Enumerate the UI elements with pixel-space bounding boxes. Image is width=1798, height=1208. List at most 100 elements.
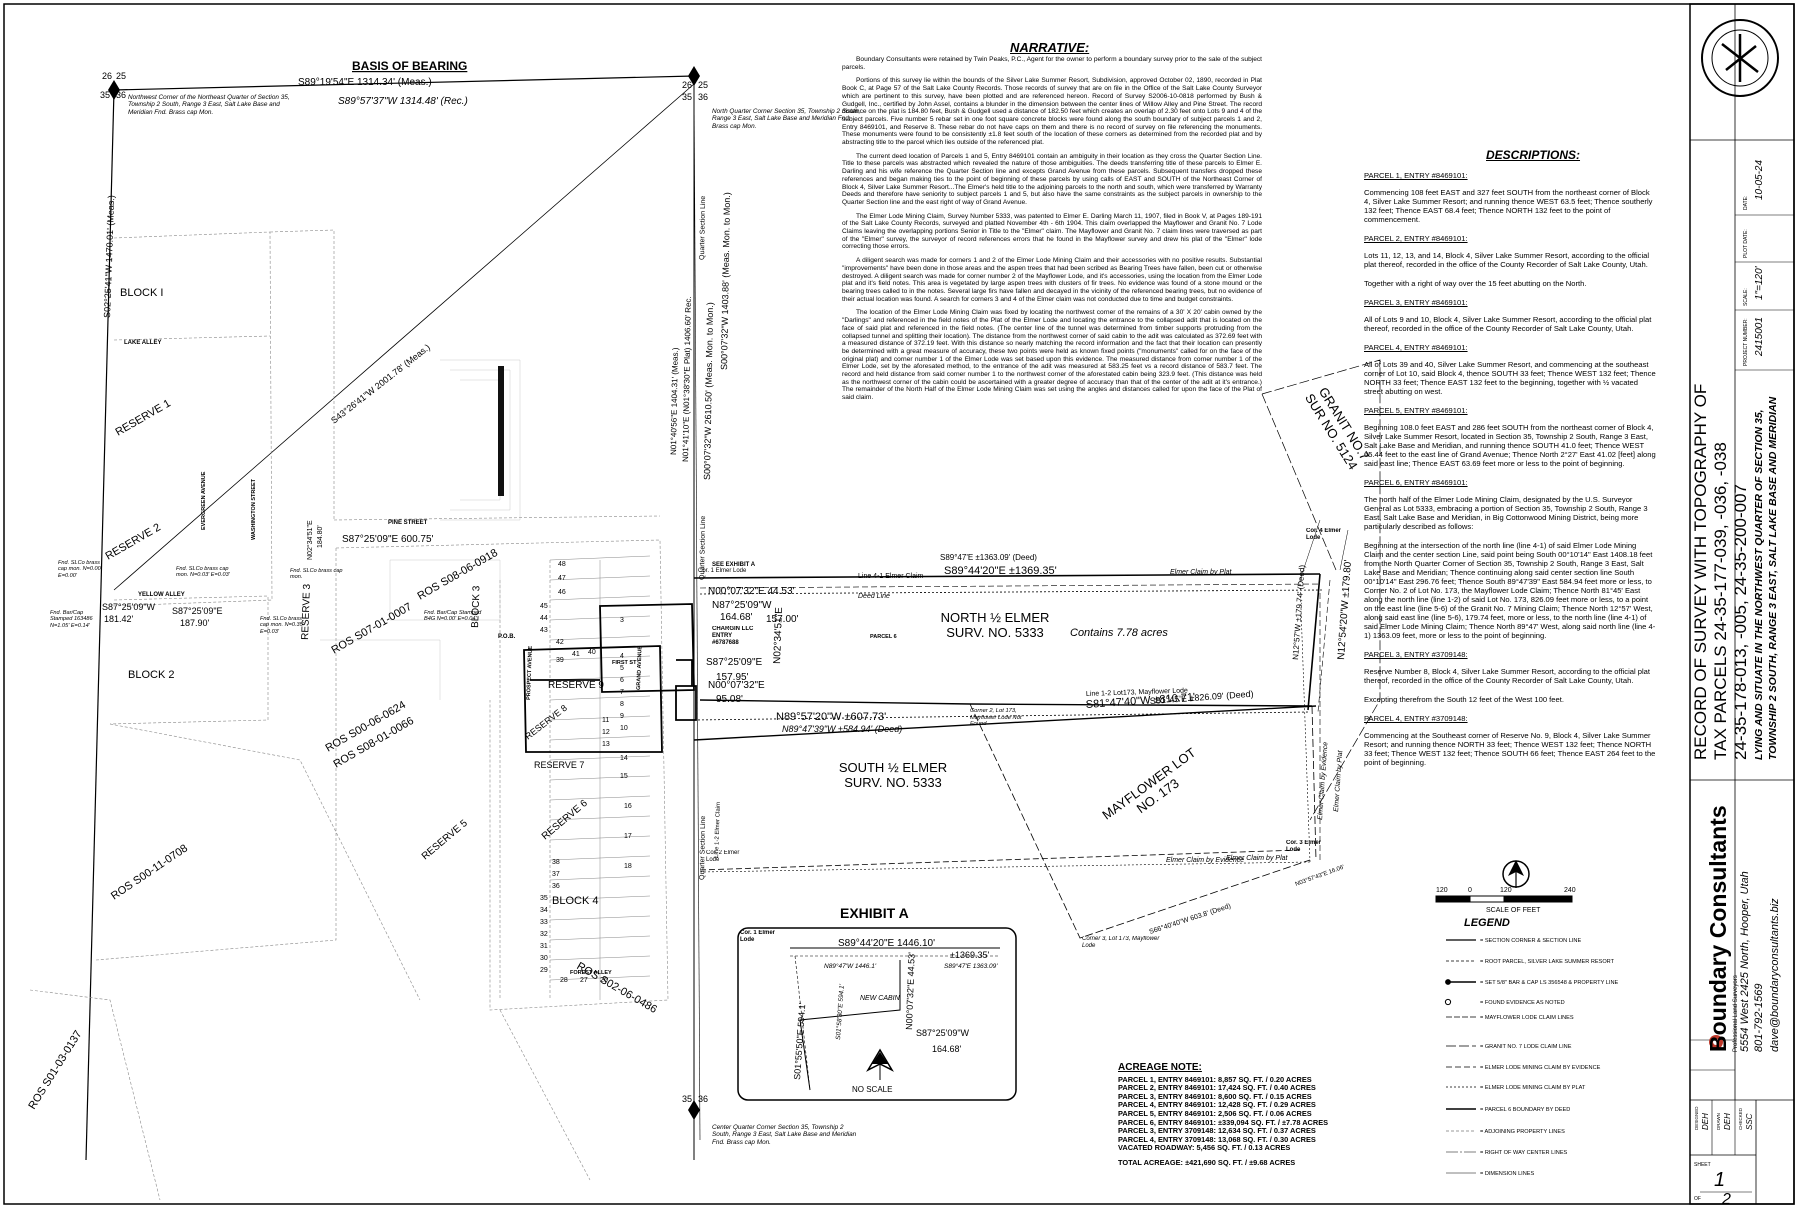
corner-num-25a: 25	[116, 71, 126, 81]
svg-text:15: 15	[620, 773, 628, 780]
svg-text:ROS S01-03-0137: ROS S01-03-0137	[26, 1028, 84, 1111]
svg-text:S01°58'30"E 594.1': S01°58'30"E 594.1'	[834, 983, 846, 1040]
svg-text:40: 40	[588, 649, 596, 656]
svg-text:6: 6	[620, 677, 624, 684]
svg-text:S00°07'32"W 2610.50' (Meas. Mo: S00°07'32"W 2610.50' (Meas. Mon. to Mon.…	[702, 302, 715, 480]
svg-text:N03°57'43"E 16.06': N03°57'43"E 16.06'	[1295, 865, 1346, 888]
svg-text:9: 9	[620, 713, 624, 720]
sheet-number: 1	[1714, 1169, 1725, 1191]
svg-text:37: 37	[552, 871, 560, 878]
mayflower-label: MAYFLOWER LOT NO. 173	[1099, 744, 1199, 823]
svg-text:5: 5	[620, 665, 624, 672]
svg-text:= ROOT PARCEL, SILVER LAKE SUM: = ROOT PARCEL, SILVER LAKE SUMMER RESORT	[1480, 959, 1615, 965]
svg-text:N12°54'20"W ±179.80': N12°54'20"W ±179.80'	[1336, 559, 1354, 660]
svg-text:7: 7	[620, 689, 624, 696]
svg-text:801-792-1569: 801-792-1569	[1753, 983, 1765, 1052]
svg-text:1"=120': 1"=120'	[1754, 265, 1765, 300]
svg-text:= GRANIT NO. 7 LODE CLAIM LINE: = GRANIT NO. 7 LODE CLAIM LINE	[1480, 1044, 1572, 1050]
svg-text:33: 33	[540, 919, 548, 926]
parcel-heading: PARCEL 3, ENTRY #3709148:	[1364, 650, 1468, 659]
svg-text:RESERVE 2: RESERVE 2	[104, 521, 163, 562]
section-lines	[85, 75, 701, 1161]
svg-text:N00°07'32"E 44.53': N00°07'32"E 44.53'	[708, 586, 795, 597]
svg-text:RESERVE 7: RESERVE 7	[534, 760, 584, 770]
svg-text:WASHINGTON STREET: WASHINGTON STREET	[251, 478, 257, 540]
svg-text:Quarter Section Line: Quarter Section Line	[699, 196, 707, 260]
parcel-heading: PARCEL 5, ENTRY #8469101:	[1364, 406, 1468, 415]
parcel-heading: PARCEL 3, ENTRY #8469101:	[1364, 298, 1468, 307]
svg-text:S87°25'09"E: S87°25'09"E	[172, 606, 223, 616]
exhibit-a	[737, 927, 1017, 1101]
svg-text:30: 30	[540, 955, 548, 962]
svg-text:= PARCEL 6 BOUNDARY BY DEED: = PARCEL 6 BOUNDARY BY DEED	[1480, 1107, 1570, 1113]
svg-text:LAKE ALLEY: LAKE ALLEY	[124, 340, 161, 346]
svg-text:0: 0	[1468, 887, 1472, 894]
svg-text:181.42': 181.42'	[104, 614, 134, 624]
svg-text:164.68': 164.68'	[720, 612, 753, 623]
parcel-description: Excepting therefrom the South 12 feet of…	[1364, 695, 1564, 704]
acreage-note: ACREAGE NOTE: PARCEL 1, ENTRY 8469101: 8…	[1118, 1062, 1329, 1167]
parcel-heading: PARCEL 6, ENTRY #8469101:	[1364, 478, 1468, 487]
svg-text:Line 1-2 Lot173, Mayflower Lod: Line 1-2 Lot173, Mayflower Lode	[1086, 687, 1188, 698]
svg-text:10-05-24: 10-05-24	[1754, 160, 1765, 200]
svg-text:184.80': 184.80'	[317, 525, 324, 548]
narrative-text: Boundary Consultants were retained by Tw…	[842, 56, 1262, 402]
svg-text:CHECKED: CHECKED	[1738, 1107, 1743, 1130]
svg-text:Elmer Claim by Evidence: Elmer Claim by Evidence	[1166, 857, 1244, 864]
svg-text:28: 28	[560, 977, 568, 984]
svg-text:TOWNSHIP 2 SOUTH, RANGE 3 EAST: TOWNSHIP 2 SOUTH, RANGE 3 EAST, SALT LAK…	[1767, 396, 1779, 760]
parcel-description: Reserve Number 8, Block 4, Silver Lake S…	[1364, 667, 1651, 685]
block-1-label: BLOCK I	[120, 287, 163, 299]
svg-text:RESERVE 9: RESERVE 9	[548, 680, 604, 691]
svg-text:Professional Land Surveyors: Professional Land Surveyors	[1733, 975, 1739, 1052]
svg-text:26: 26	[682, 80, 692, 90]
svg-text:PROJECT NUMBER:: PROJECT NUMBER:	[1743, 318, 1749, 366]
svg-text:BLOCK 4: BLOCK 4	[552, 895, 598, 907]
title-line-3: 24-35-178-013, -005, 24-35-200-007	[1731, 484, 1750, 760]
svg-text:35: 35	[682, 92, 692, 102]
svg-text:35: 35	[540, 895, 548, 902]
svg-text:157.95': 157.95'	[716, 672, 749, 683]
elmer-claim	[693, 519, 1349, 939]
parcel-description: The north half of the Elmer Lode Mining …	[1364, 495, 1648, 531]
svg-text:31: 31	[540, 943, 548, 950]
company-name: Boundary Consultants	[1705, 805, 1731, 1052]
svg-text:12: 12	[602, 729, 610, 736]
svg-text:DESIGNED: DESIGNED	[1694, 1106, 1699, 1130]
svg-text:FIRST ST: FIRST ST	[612, 660, 637, 666]
svg-text:Line 4-1 Elmer Claim: Line 4-1 Elmer Claim	[858, 573, 924, 580]
svg-text:= ADJOINING PROPERTY LINES: = ADJOINING PROPERTY LINES	[1480, 1129, 1565, 1135]
svg-text:SEE EXHIBIT A: SEE EXHIBIT A	[712, 562, 756, 568]
corner-num-35a: 35	[100, 90, 110, 100]
svg-text:32: 32	[540, 931, 548, 938]
svg-text:SCALE:: SCALE:	[1743, 288, 1749, 306]
svg-text:DEH: DEH	[1723, 1113, 1732, 1130]
nw-corner-note: Northwest Corner of the Northeast Quarte…	[128, 94, 290, 116]
svg-text:41: 41	[572, 651, 580, 658]
svg-text:= DIMENSION LINES: = DIMENSION LINES	[1480, 1171, 1535, 1177]
svg-text:OF: OF	[1694, 1196, 1701, 1202]
pine-bearing: S87°25'09"E 600.75'	[342, 534, 434, 545]
svg-text:43: 43	[540, 627, 548, 634]
svg-text:N01°40'56"E 1404.31' (Meas.): N01°40'56"E 1404.31' (Meas.)	[669, 347, 680, 455]
svg-text:36: 36	[552, 883, 560, 890]
svg-text:8: 8	[620, 701, 624, 708]
svg-text:LYING AND SITUATE IN THE NORTH: LYING AND SITUATE IN THE NORTHWEST QUART…	[1753, 409, 1765, 760]
title-block-frame	[1689, 3, 1795, 1205]
parcel-heading: PARCEL 1, ENTRY #8469101:	[1364, 171, 1468, 180]
svg-text:187.90': 187.90'	[180, 618, 210, 628]
svg-text:157.00': 157.00'	[766, 614, 799, 625]
svg-text:= SECTION CORNER & SECTION LIN: = SECTION CORNER & SECTION LINE	[1480, 938, 1581, 944]
corner-num-26a: 26	[102, 71, 112, 81]
svg-text:N02°34'51"E: N02°34'51"E	[306, 520, 314, 560]
subdivision-lines	[29, 229, 669, 1201]
svg-text:18: 18	[624, 863, 632, 870]
svg-text:PLOT DATE:: PLOT DATE:	[1743, 229, 1749, 258]
svg-text:S87°25'09"W: S87°25'09"W	[102, 602, 156, 612]
svg-text:S89°44'20"E ±1369.35': S89°44'20"E ±1369.35'	[944, 565, 1057, 577]
north-arrow	[1502, 860, 1530, 888]
svg-text:BLOCK 3: BLOCK 3	[470, 585, 482, 628]
svg-text:N01°41'10"E (N01°38'30"E Plat): N01°41'10"E (N01°38'30"E Plat) 1406.60' …	[681, 296, 693, 462]
section-corner-marks: 26 25 35 36 26 25 35 36 35 36	[100, 66, 708, 1120]
